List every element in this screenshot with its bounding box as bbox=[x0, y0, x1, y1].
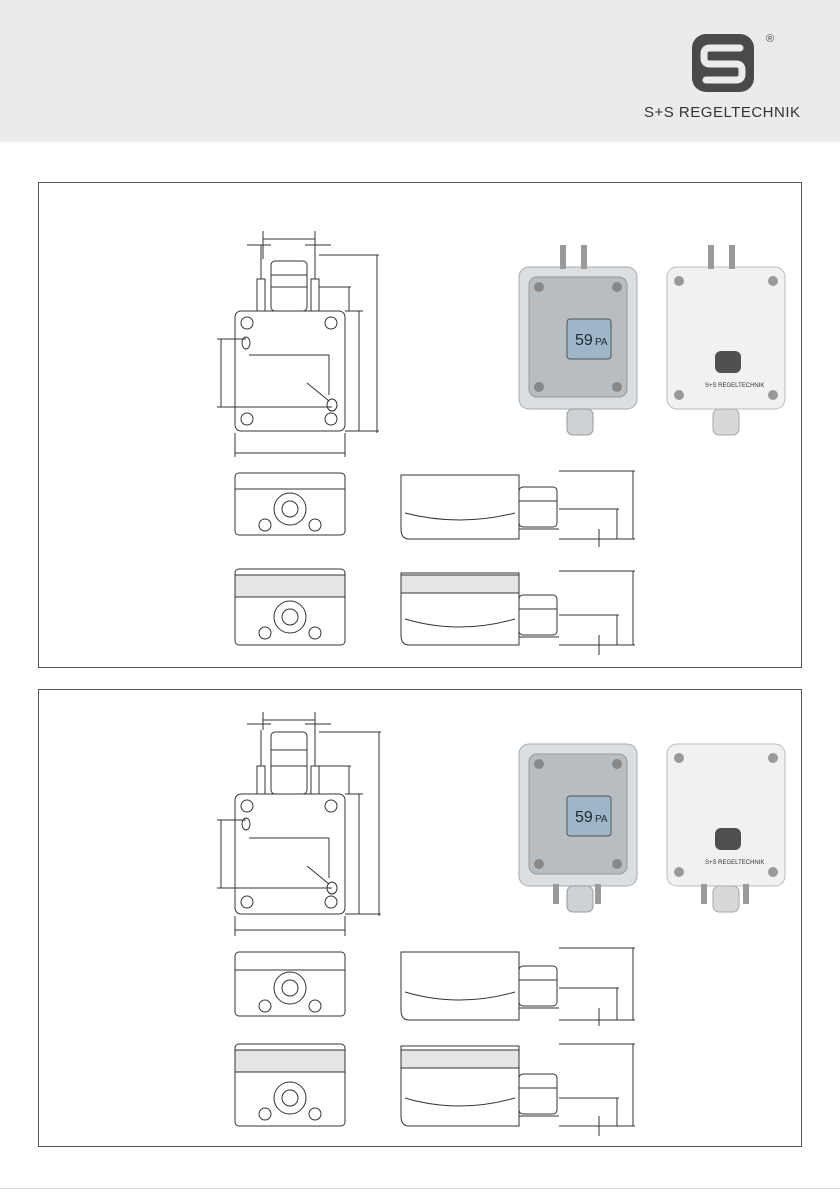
display-reading: 59 bbox=[575, 332, 593, 349]
device-photo-plain-2: S+S REGELTECHNIK bbox=[667, 744, 785, 912]
device-brand-label: S+S REGELTECHNIK bbox=[705, 383, 764, 389]
device-photo-plain: S+S REGELTECHNIK bbox=[667, 245, 785, 435]
panel-bottom-variant: 59 PA S+S REGELTECHNIK bbox=[38, 689, 802, 1147]
page-header: ® S+S REGELTECHNIK bbox=[0, 0, 840, 142]
device-photo-display-2: 59 PA bbox=[519, 744, 637, 912]
device-photo-display: 59 PA bbox=[519, 245, 637, 435]
device-brand-label-2: S+S REGELTECHNIK bbox=[705, 860, 764, 866]
brand-name: S+S REGELTECHNIK bbox=[644, 104, 801, 121]
dimension-drawing-bottom: 59 PA S+S REGELTECHNIK bbox=[39, 690, 801, 1146]
panel-top-variant: 59 PA S+S REGELTECHNIK bbox=[38, 182, 802, 668]
display-unit-2: PA bbox=[595, 814, 608, 825]
registered-mark: ® bbox=[766, 33, 774, 45]
dimension-drawing-top: 59 PA S+S REGELTECHNIK bbox=[39, 183, 801, 667]
display-reading-2: 59 bbox=[575, 809, 593, 826]
footer-rule bbox=[0, 1188, 840, 1189]
display-unit: PA bbox=[595, 337, 608, 348]
